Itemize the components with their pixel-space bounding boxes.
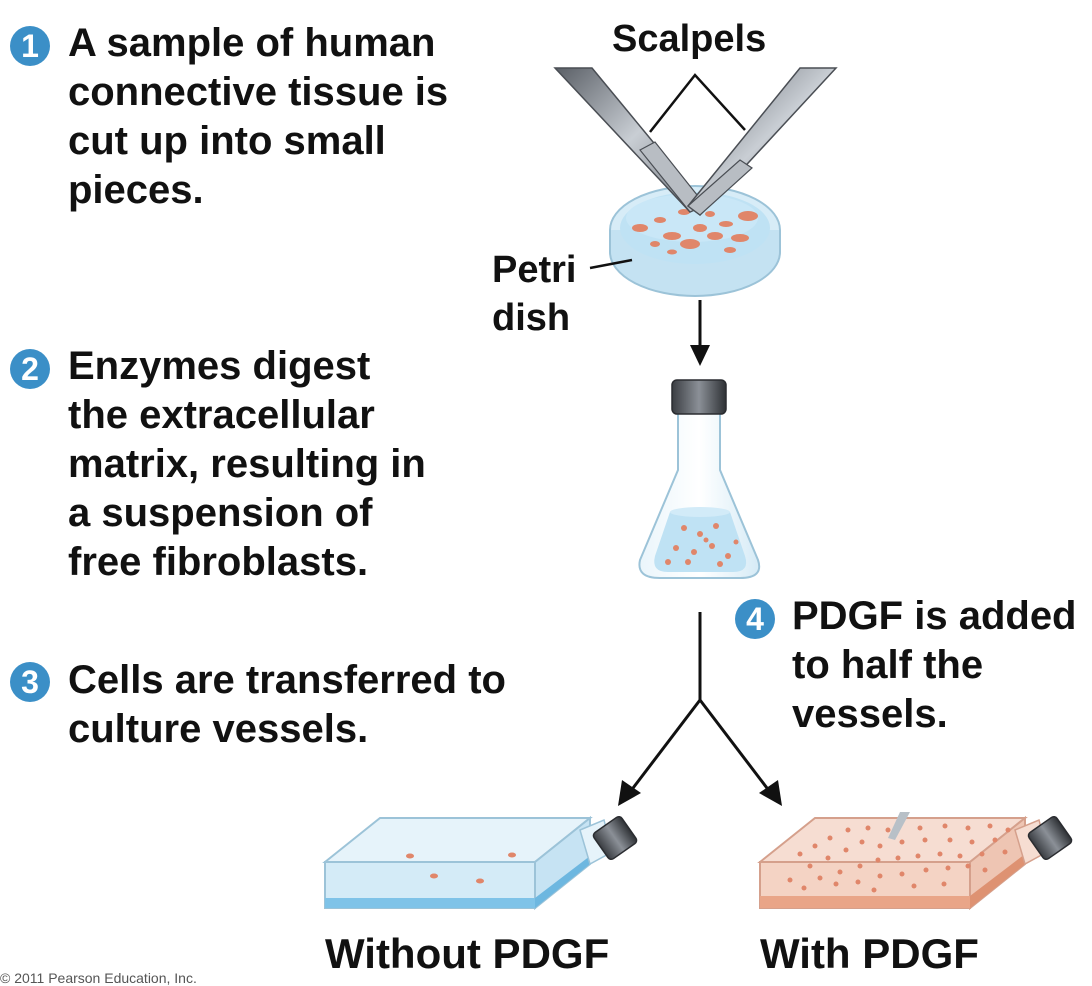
step-1-line-4: pieces. (68, 168, 204, 212)
step-3-line-1: Cells are transferred to (68, 658, 506, 702)
fibroblast-dots (665, 523, 739, 567)
tissue-pieces (632, 209, 758, 255)
step-1-line-3: cut up into small (68, 119, 386, 163)
step-4-line-3: vessels. (792, 692, 948, 736)
petri-label-line-1: Petri (492, 249, 577, 291)
step-2-line-1: Enzymes digest (68, 344, 371, 388)
step-4-text: PDGF is added to half the vessels. (792, 592, 1077, 739)
arrow-down-1 (690, 300, 710, 366)
step-3-text: Cells are transferred to culture vessels… (68, 656, 506, 754)
step-1-badge: 1 (10, 26, 50, 66)
without-pdgf-label: Without PDGF (325, 930, 610, 977)
with-pdgf-label: With PDGF (760, 930, 979, 977)
step-4-line-1: PDGF is added (792, 594, 1077, 638)
step-2-badge: 2 (10, 349, 50, 389)
arrow-right-head (759, 780, 782, 806)
culture-vessel-with-pdgf (757, 812, 1073, 911)
petri-label-line-2: dish (492, 297, 571, 339)
step-3-line-2: culture vessels. (68, 707, 369, 751)
step-2-line-5: free fibroblasts. (68, 540, 369, 584)
step-4-line-2: to half the (792, 643, 984, 687)
petri-dish-label: Petri dish (492, 246, 576, 342)
step-4-badge: 4 (735, 599, 775, 639)
step-1-text: A sample of human connective tissue is c… (68, 19, 448, 215)
arrow-left-head (618, 780, 641, 806)
flask (638, 379, 761, 579)
petri-dish (609, 185, 781, 297)
step-2-line-3: matrix, resulting in (68, 442, 426, 486)
scalpels-leader-lines (649, 73, 746, 133)
step-1-line-2: connective tissue is (68, 70, 449, 114)
copyright-notice: © 2011 Pearson Education, Inc. (0, 970, 197, 986)
culture-vessel-without-pdgf (322, 815, 638, 911)
right-scalpel (686, 67, 838, 217)
petri-leader-line (589, 258, 633, 270)
step-2-text: Enzymes digest the extracellular matrix,… (68, 342, 426, 587)
split-arrows (628, 612, 772, 793)
step-1-line-1: A sample of human (68, 21, 436, 65)
sparse-cells (406, 852, 516, 884)
step-2-line-2: the extracellular (68, 393, 375, 437)
scalpels-label: Scalpels (612, 18, 767, 60)
step-2-line-4: a suspension of (68, 491, 373, 535)
flask-cap (671, 379, 727, 415)
pdgf-drop (888, 812, 910, 840)
dense-cells (787, 823, 1011, 893)
step-3-badge: 3 (10, 662, 50, 702)
